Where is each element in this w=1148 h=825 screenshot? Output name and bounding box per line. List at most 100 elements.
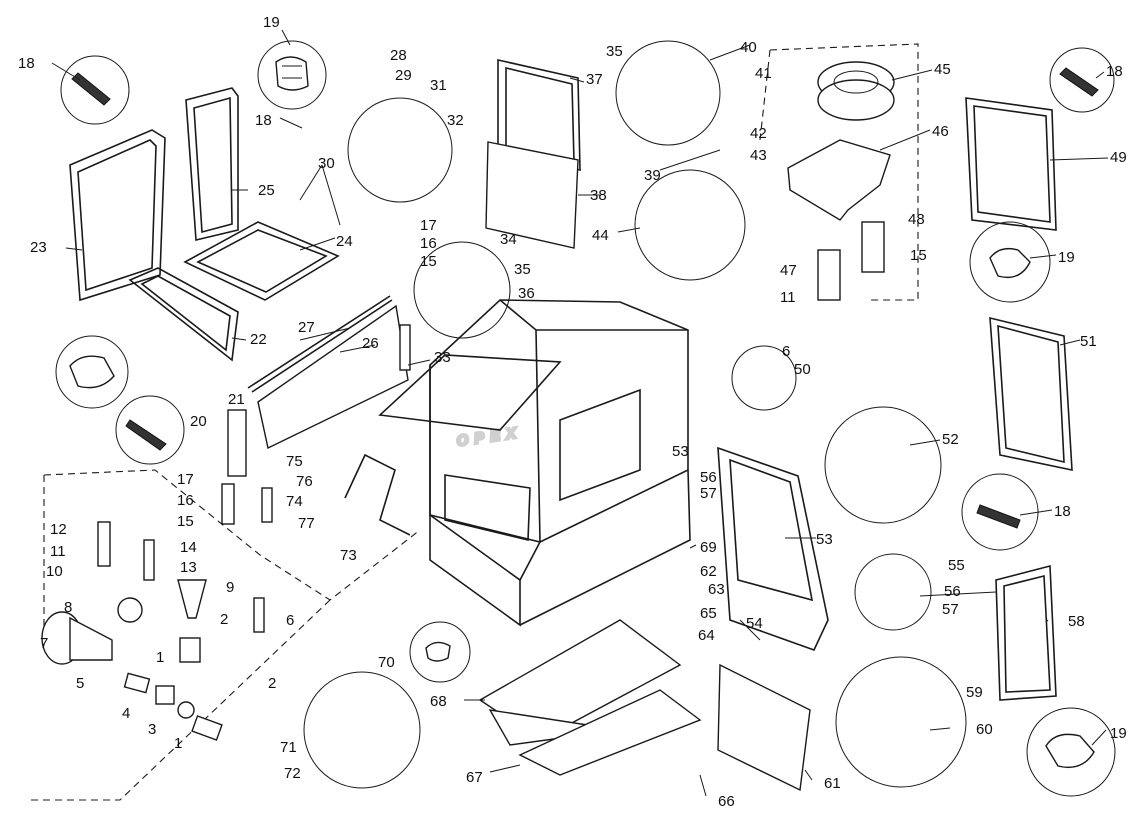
label-32: 32	[447, 112, 464, 129]
label-57a: 57	[700, 485, 717, 502]
label-55: 55	[948, 557, 965, 574]
label-10: 10	[46, 563, 63, 580]
label-39: 39	[644, 167, 661, 184]
label-18b: 18	[255, 112, 272, 129]
label-27: 27	[298, 319, 315, 336]
label-64: 64	[698, 627, 715, 644]
label-75: 75	[286, 453, 303, 470]
label-53a: 53	[672, 443, 689, 460]
label-44: 44	[592, 227, 609, 244]
label-25: 25	[258, 182, 275, 199]
right-door	[717, 446, 829, 792]
label-29: 29	[395, 67, 412, 84]
label-24: 24	[336, 233, 353, 250]
label-71: 71	[280, 739, 297, 756]
label-43: 43	[750, 147, 767, 164]
label-15c: 15	[910, 247, 927, 264]
bracket-and-fan	[787, 61, 895, 301]
dashed-group-boundaries	[30, 43, 919, 801]
window-panels	[69, 59, 1073, 701]
label-30: 30	[318, 155, 335, 172]
label-33: 33	[434, 349, 451, 366]
label-59: 59	[966, 684, 983, 701]
label-28: 28	[390, 47, 407, 64]
label-18d: 18	[1054, 503, 1071, 520]
label-19c: 19	[1110, 725, 1127, 742]
label-17a: 17	[420, 217, 437, 234]
label-22: 22	[250, 331, 267, 348]
label-76: 76	[296, 473, 313, 490]
label-47: 47	[780, 262, 797, 279]
label-63: 63	[708, 581, 725, 598]
label-36: 36	[518, 285, 535, 302]
label-49: 49	[1110, 149, 1127, 166]
label-6a: 6	[286, 612, 294, 629]
label-2b: 2	[268, 675, 276, 692]
label-56b: 56	[944, 583, 961, 600]
label-67: 67	[466, 769, 483, 786]
label-15b: 15	[177, 513, 194, 530]
label-58: 58	[1068, 613, 1085, 630]
label-31: 31	[430, 77, 447, 94]
label-45: 45	[934, 61, 951, 78]
label-11a: 11	[50, 543, 66, 560]
detail-callouts	[55, 40, 1116, 797]
label-37: 37	[586, 71, 603, 88]
label-7: 7	[40, 635, 48, 652]
label-69: 69	[700, 539, 717, 556]
label-16b: 16	[177, 492, 194, 509]
cab-body	[378, 299, 691, 627]
label-73: 73	[340, 547, 357, 564]
leader-lines	[51, 29, 1109, 797]
label-5: 5	[76, 675, 84, 692]
label-19b: 19	[1058, 249, 1075, 266]
part-labels: 18 19 28 29 31 32 18 30 25 23 24 17 16 1…	[18, 14, 1127, 810]
rear-panel	[227, 295, 411, 477]
label-20: 20	[190, 413, 207, 430]
label-23: 23	[30, 239, 47, 256]
label-62: 62	[700, 563, 717, 580]
label-56a: 56	[700, 469, 717, 486]
label-4: 4	[122, 705, 130, 722]
label-77: 77	[298, 515, 315, 532]
label-34: 34	[500, 231, 517, 248]
label-61: 61	[824, 775, 841, 792]
label-35b: 35	[606, 43, 623, 60]
label-18a: 18	[18, 55, 35, 72]
label-38: 38	[590, 187, 607, 204]
label-26: 26	[362, 335, 379, 352]
label-48: 48	[908, 211, 925, 228]
label-21: 21	[228, 391, 245, 408]
small-parts-left	[41, 453, 411, 741]
label-72: 72	[284, 765, 301, 782]
label-40: 40	[740, 39, 757, 56]
label-1b: 1	[174, 735, 182, 752]
label-9: 9	[226, 579, 234, 596]
label-50: 50	[794, 361, 811, 378]
label-3: 3	[148, 721, 156, 738]
label-68: 68	[430, 693, 447, 710]
label-51: 51	[1080, 333, 1097, 350]
label-2a: 2	[220, 611, 228, 628]
label-65: 65	[700, 605, 717, 622]
label-42: 42	[750, 125, 767, 142]
label-8: 8	[64, 599, 72, 616]
label-66: 66	[718, 793, 735, 810]
label-41: 41	[755, 65, 772, 82]
label-57b: 57	[942, 601, 959, 618]
label-70: 70	[378, 654, 395, 671]
label-12: 12	[50, 521, 67, 538]
label-16a: 16	[420, 235, 437, 252]
label-54: 54	[746, 615, 763, 632]
label-17b: 17	[177, 471, 194, 488]
label-18c: 18	[1106, 63, 1123, 80]
label-13: 13	[180, 559, 197, 576]
label-74: 74	[286, 493, 303, 510]
label-19a: 19	[263, 14, 280, 31]
label-35a: 35	[514, 261, 531, 278]
label-46: 46	[932, 123, 949, 140]
label-15a: 15	[420, 253, 437, 270]
label-53b: 53	[816, 531, 833, 548]
label-60: 60	[976, 721, 993, 738]
